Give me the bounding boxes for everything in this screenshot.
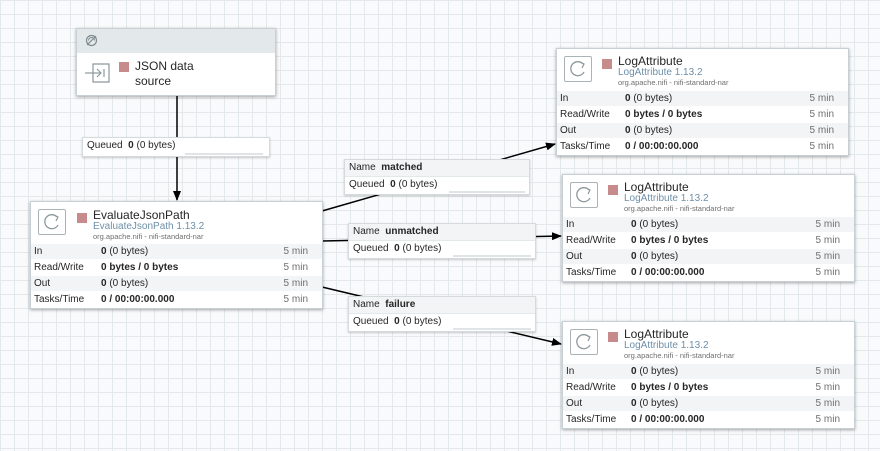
status-indicator (608, 185, 618, 195)
queue-bar (449, 191, 525, 193)
processor-bundle: org.apache.nifi - nifi-standard-nar (624, 351, 735, 360)
input-port-name-line1: JSON data (135, 59, 194, 73)
connection-label-source[interactable]: Queued 0 (0 bytes) (82, 137, 270, 157)
input-port-json-data-source[interactable]: JSON data source (76, 28, 276, 96)
processor-bundle: org.apache.nifi - nifi-standard-nar (93, 232, 204, 241)
input-port-name-line2: source (135, 74, 172, 88)
processor-bundle: org.apache.nifi - nifi-standard-nar (618, 78, 729, 87)
status-indicator (602, 59, 612, 69)
processor-type: LogAttribute 1.13.2 (624, 340, 709, 351)
status-indicator (608, 332, 618, 342)
connection-label-matched[interactable]: Name matched Queued 0 (0 bytes) (344, 159, 530, 195)
processor-icon (38, 209, 66, 235)
transmission-disabled-icon (85, 34, 98, 52)
processor-icon (570, 182, 598, 208)
name-line: Name failure (349, 297, 535, 314)
queued-line: Queued 0 (0 bytes) (353, 243, 442, 254)
queue-bar (453, 328, 531, 330)
input-port-header (77, 29, 275, 53)
processor-name: LogAttribute (618, 54, 683, 68)
processor-icon (570, 329, 598, 355)
processor-logattribute-failure[interactable]: LogAttribute LogAttribute 1.13.2 org.apa… (562, 321, 855, 429)
processor-logattribute-unmatched[interactable]: LogAttribute LogAttribute 1.13.2 org.apa… (562, 174, 855, 282)
status-indicator (77, 213, 87, 223)
queued-line: Queued 0 (0 bytes) (87, 140, 176, 151)
input-port-icon (83, 62, 111, 89)
name-line: Name unmatched (349, 224, 535, 241)
queued-line: Queued 0 (0 bytes) (349, 179, 438, 190)
queue-bar (453, 255, 531, 257)
processor-icon (564, 56, 592, 82)
processor-evaluatejsonpath[interactable]: EvaluateJsonPath EvaluateJsonPath 1.13.2… (30, 201, 323, 309)
connection-label-unmatched[interactable]: Name unmatched Queued 0 (0 bytes) (348, 223, 536, 259)
name-line: Name matched (345, 160, 529, 177)
processor-type: EvaluateJsonPath 1.13.2 (93, 221, 205, 232)
queued-line: Queued 0 (0 bytes) (353, 316, 442, 327)
status-indicator (119, 62, 129, 72)
processor-name: EvaluateJsonPath (93, 208, 190, 222)
processor-type: LogAttribute 1.13.2 (618, 67, 703, 78)
processor-logattribute-matched[interactable]: LogAttribute LogAttribute 1.13.2 org.apa… (556, 48, 849, 156)
connection-label-failure[interactable]: Name failure Queued 0 (0 bytes) (348, 296, 536, 332)
processor-name: LogAttribute (624, 327, 689, 341)
queue-bar (185, 153, 263, 155)
processor-name: LogAttribute (624, 180, 689, 194)
processor-bundle: org.apache.nifi - nifi-standard-nar (624, 204, 735, 213)
processor-type: LogAttribute 1.13.2 (624, 193, 709, 204)
